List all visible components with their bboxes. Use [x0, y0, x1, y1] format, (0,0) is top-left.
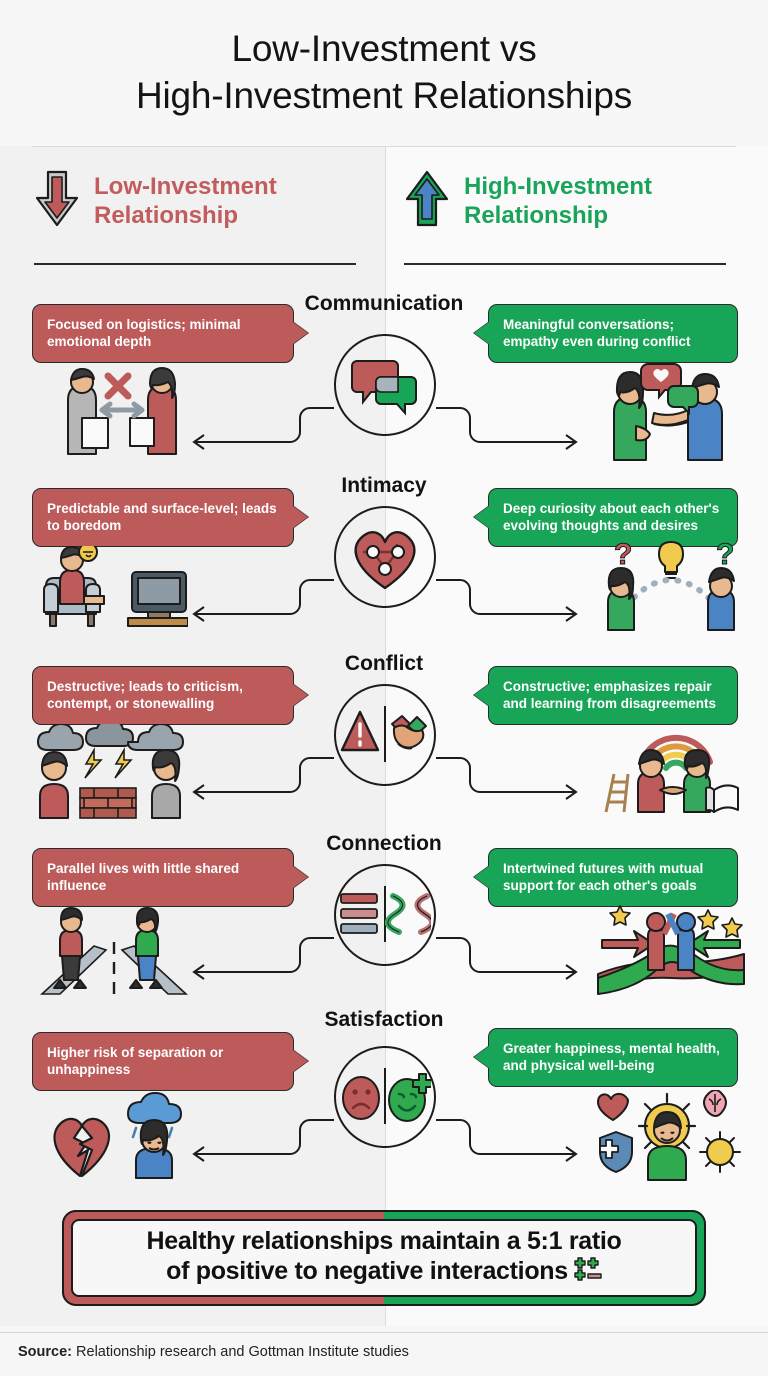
- broken-heart-rain-cloud-icon: [48, 1092, 188, 1180]
- left-column-header: Low-Investment Relationship: [34, 168, 364, 235]
- category-label: Connection: [326, 832, 442, 855]
- banner-text: Healthy relationships maintain a 5:1 rat…: [146, 1226, 621, 1291]
- negative-card-text: Focused on logistics; minimal emotional …: [47, 317, 241, 350]
- card-tail: [474, 1046, 489, 1069]
- arguing-couple-storm-wall-icon: [32, 724, 188, 820]
- footer-rule: [0, 1332, 768, 1333]
- row-conflict: Conflict Destructive; leads to criticism…: [0, 652, 768, 832]
- positive-card: Constructive; emphasizes repair and lear…: [474, 666, 738, 725]
- banner-line-2-wrap: of positive to negative interactions: [146, 1256, 621, 1291]
- positive-illustration: [588, 1090, 746, 1182]
- card-tail: [474, 506, 489, 529]
- left-header-rule: [34, 263, 356, 265]
- negative-card: Focused on logistics; minimal emotional …: [32, 304, 308, 363]
- negative-card: Predictable and surface-level; leads to …: [32, 488, 308, 547]
- negative-card-text: Higher risk of separation or unhappiness: [47, 1045, 224, 1078]
- speech-bubbles-icon: [349, 353, 421, 417]
- header-top-rule: [32, 146, 736, 147]
- curious-couple-questions-lightbulb-icon: ? ?: [598, 536, 744, 632]
- right-header-rule: [404, 263, 726, 265]
- source-text: Relationship research and Gottman Instit…: [72, 1344, 409, 1360]
- two-people-with-papers-crossed-out-icon: [52, 360, 192, 464]
- svg-text:?: ?: [716, 538, 734, 571]
- negative-card: Parallel lives with little shared influe…: [32, 848, 308, 907]
- row-satisfaction: Satisfaction Higher risk of separation o…: [0, 1008, 768, 1188]
- banner-line-1: Healthy relationships maintain a 5:1 rat…: [146, 1226, 622, 1255]
- negative-illustration: [32, 724, 188, 820]
- couple-empathy-heart-bubble-icon: [600, 360, 740, 464]
- negative-illustration: [38, 906, 190, 998]
- center-icon-circle: [334, 864, 436, 966]
- right-column-header-label: High-Investment Relationship: [464, 172, 653, 229]
- title-line-1: Low-Investment vs: [231, 28, 537, 70]
- couple-merged-path-stars-icon: [596, 900, 746, 996]
- category-label: Intimacy: [341, 474, 427, 497]
- source-line: Source: Relationship research and Gottma…: [18, 1344, 409, 1360]
- positive-illustration: [598, 722, 748, 814]
- positive-card: Deep curiosity about each other's evolvi…: [474, 488, 738, 547]
- card-tail: [293, 322, 308, 345]
- key-takeaway-banner: Healthy relationships maintain a 5:1 rat…: [62, 1210, 706, 1306]
- row-communication: Communication Focused on logistics; mini…: [0, 292, 768, 472]
- warning-handshake-icon: [340, 704, 430, 766]
- negative-card: Destructive; leads to criticism, contemp…: [32, 666, 308, 725]
- card-tail: [293, 684, 308, 707]
- category-label: Satisfaction: [324, 1008, 444, 1031]
- arrow-down-icon: [34, 168, 80, 235]
- banner-inner: Healthy relationships maintain a 5:1 rat…: [71, 1219, 697, 1297]
- negative-card-text: Destructive; leads to criticism, contemp…: [47, 679, 243, 712]
- card-tail: [293, 1050, 308, 1073]
- positive-card-text: Constructive; emphasizes repair and lear…: [503, 679, 717, 712]
- negative-illustration: [40, 546, 188, 632]
- center-icon-circle: [334, 684, 436, 786]
- banner-outline: [62, 1210, 706, 1306]
- negative-illustration: [48, 1092, 188, 1180]
- repairing-couple-rainbow-ladder-icon: [598, 722, 748, 814]
- negative-card: Higher risk of separation or unhappiness: [32, 1032, 308, 1091]
- row-intimacy: Intimacy Predictable and surface-level; …: [0, 474, 768, 650]
- positive-card-text: Intertwined futures with mutual support …: [503, 861, 704, 894]
- positive-card-text: Meaningful conversations; empathy even d…: [503, 317, 691, 350]
- category-label: Conflict: [344, 652, 424, 675]
- positive-card: Intertwined futures with mutual support …: [474, 848, 738, 907]
- arrow-up-icon: [404, 168, 450, 235]
- svg-text:?: ?: [614, 538, 632, 571]
- left-column-header-label: Low-Investment Relationship: [94, 172, 277, 229]
- positive-illustration: [596, 900, 746, 996]
- negative-illustration: [52, 360, 192, 464]
- card-tail: [293, 866, 308, 889]
- positive-card-text: Deep curiosity about each other's evolvi…: [503, 501, 720, 534]
- category-label: Communication: [304, 292, 464, 315]
- source-label: Source:: [18, 1344, 72, 1360]
- heart-network-icon: [347, 522, 423, 592]
- center-icon-circle: [334, 1046, 436, 1148]
- well-being-person-heart-brain-sun-icon: [588, 1090, 746, 1182]
- card-tail: [474, 866, 489, 889]
- card-tail: [474, 322, 489, 345]
- banner-line-2: of positive to negative interactions: [166, 1257, 568, 1285]
- parallel-lines-vs-intertwined-icon: [339, 884, 431, 946]
- sad-face-happy-face-icon: [339, 1066, 431, 1128]
- negative-card-text: Parallel lives with little shared influe…: [47, 861, 240, 894]
- positive-illustration: [600, 360, 740, 464]
- positive-card: Meaningful conversations; empathy even d…: [474, 304, 738, 363]
- row-connection: Connection Parallel lives with little sh…: [0, 832, 768, 1008]
- card-tail: [474, 684, 489, 707]
- positive-card: Greater happiness, mental health, and ph…: [474, 1028, 738, 1087]
- bored-person-watching-tv-icon: [40, 546, 188, 632]
- plus-minus-icon: [572, 1257, 602, 1291]
- positive-illustration: ? ?: [598, 536, 744, 632]
- title-line-2: High-Investment Relationships: [136, 75, 632, 116]
- center-icon-circle: [334, 506, 436, 608]
- negative-card-text: Predictable and surface-level; leads to …: [47, 501, 277, 534]
- center-icon-circle: [334, 334, 436, 436]
- two-people-diverging-paths-icon: [38, 906, 190, 998]
- card-tail: [293, 506, 308, 529]
- positive-card-text: Greater happiness, mental health, and ph…: [503, 1041, 720, 1074]
- right-column-header: High-Investment Relationship: [404, 168, 734, 235]
- page-title: Low-Investment vs High-Investment Relati…: [0, 0, 768, 146]
